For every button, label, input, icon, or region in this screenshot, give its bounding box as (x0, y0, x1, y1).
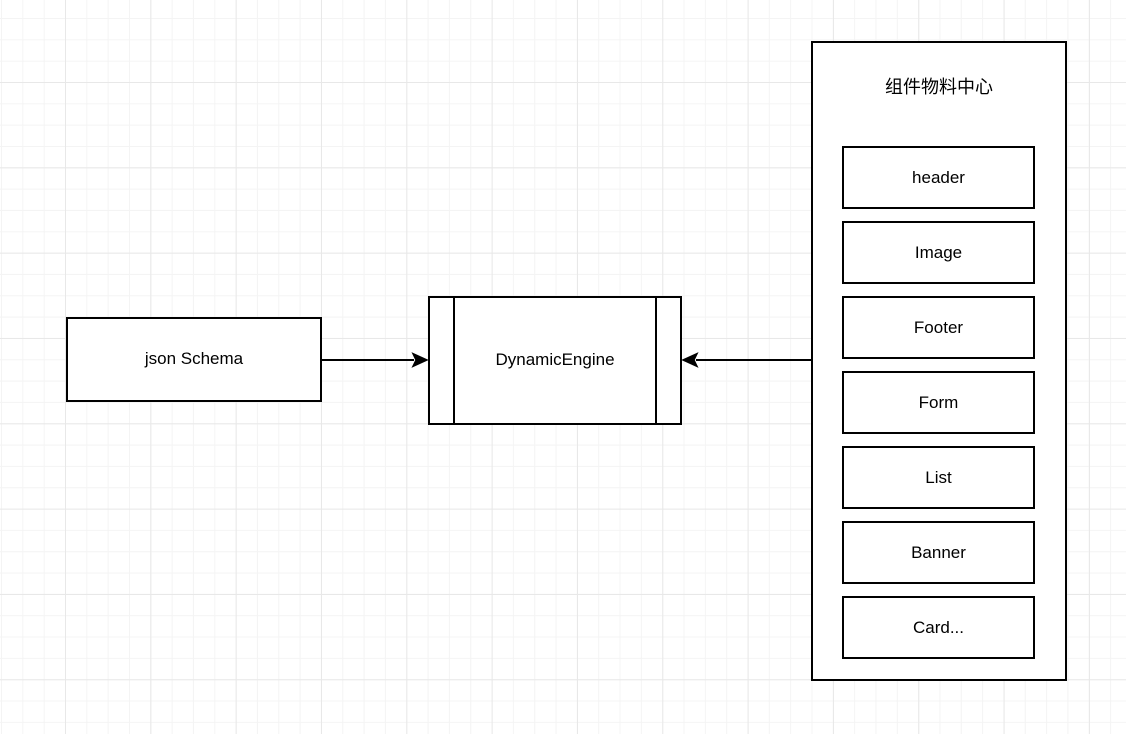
material-item-card: Card... (842, 596, 1035, 659)
process-bar-left (453, 298, 455, 423)
material-item-image: Image (842, 221, 1035, 284)
node-json-schema-label: json Schema (144, 349, 244, 369)
material-item-form: Form (842, 371, 1035, 434)
material-item-label: List (925, 467, 952, 487)
material-item-banner: Banner (842, 521, 1035, 584)
process-bar-right (655, 298, 657, 423)
material-item-list: List (842, 446, 1035, 509)
arrow-schema-to-engine (322, 352, 429, 368)
material-item-label: Image (914, 242, 963, 262)
material-item-header: header (842, 146, 1035, 209)
panel-material-center: 组件物料中心 header Image Footer Form List Ban… (811, 41, 1067, 681)
node-dynamic-engine-label: DynamicEngine (495, 350, 615, 370)
panel-material-center-title: 组件物料中心 (885, 77, 993, 97)
material-item-footer: Footer (842, 296, 1035, 359)
material-item-label: Footer (913, 317, 964, 337)
material-item-label: header (912, 167, 965, 187)
node-dynamic-engine: DynamicEngine (428, 296, 682, 425)
arrow-materials-to-engine (681, 352, 811, 368)
material-item-label: Banner (911, 542, 966, 562)
material-item-label: Form (918, 392, 959, 412)
node-json-schema: json Schema (66, 317, 322, 402)
material-item-label: Card... (912, 617, 965, 637)
